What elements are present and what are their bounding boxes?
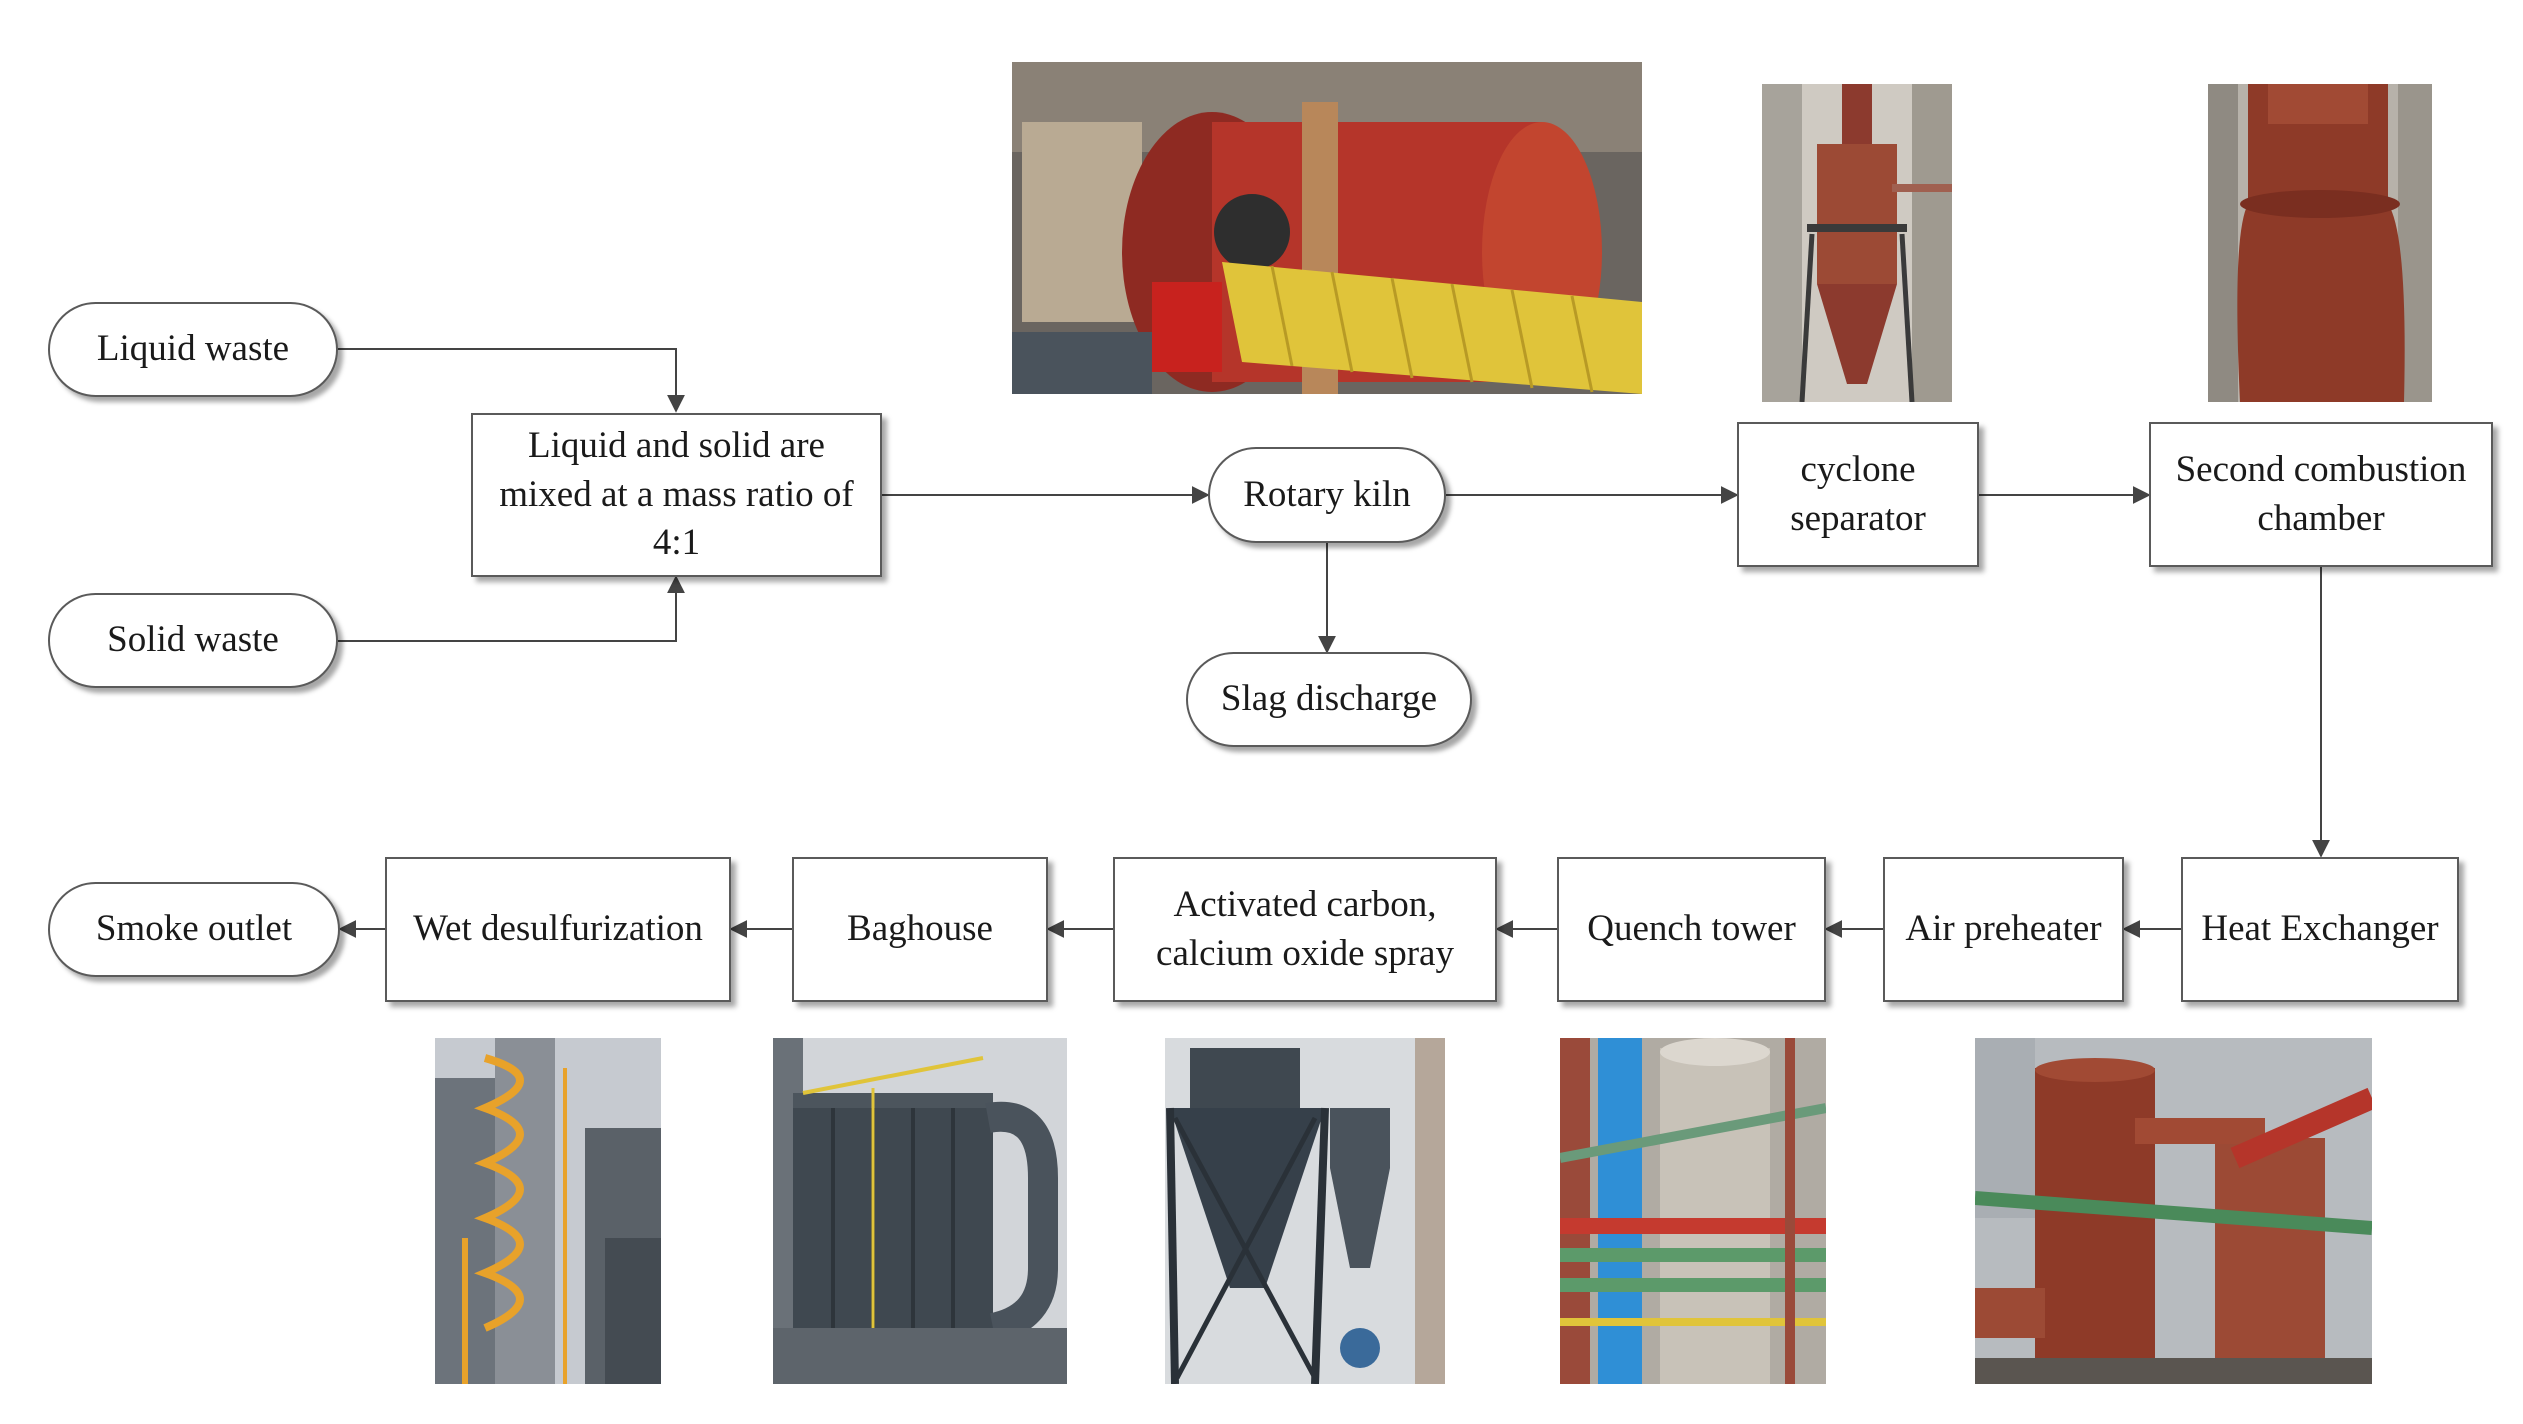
arrow-solid-to-mixing <box>338 575 685 642</box>
combustion-chamber-photo <box>2208 84 2432 402</box>
rotary-kiln-node: Rotary kiln <box>1208 447 1446 543</box>
rotary-kiln-label: Rotary kiln <box>1243 473 1411 515</box>
second-combustion-node: Second combustion chamber <box>2149 422 2493 567</box>
quench-tower-node: Quench tower <box>1557 857 1826 1002</box>
liquid-waste-label: Liquid waste <box>96 328 290 370</box>
mixing-node: Liquid and solid are mixed at a mass rat… <box>471 413 882 577</box>
cyclone-separator-node: cyclone separator <box>1737 422 1979 567</box>
rotary-kiln-photo <box>1012 62 1642 394</box>
heat-exchanger-node: Heat Exchanger <box>2181 857 2459 1002</box>
activated-carbon-node: Activated carbon, calcium oxide spray <box>1113 857 1497 1002</box>
slag-discharge-node: Slag discharge <box>1186 652 1472 747</box>
second-combustion-label: Second combustion chamber <box>2175 448 2467 539</box>
smoke-outlet-node: Smoke outlet <box>48 882 340 977</box>
arrow-liquid-to-mixing <box>338 348 685 413</box>
quench-tower-photo <box>1560 1038 1826 1384</box>
cyclone-separator-label: cyclone separator <box>1790 448 1926 539</box>
baghouse-node: Baghouse <box>792 857 1048 1002</box>
smoke-outlet-label: Smoke outlet <box>95 908 293 950</box>
quench-tower-label: Quench tower <box>1587 908 1796 950</box>
mixing-label: Liquid and solid are mixed at a mass rat… <box>499 424 854 564</box>
baghouse-photo <box>773 1038 1067 1384</box>
slag-discharge-label: Slag discharge <box>1220 678 1438 720</box>
activated-carbon-spray-photo <box>1165 1038 1445 1384</box>
heat-exchanger-label: Heat Exchanger <box>2201 908 2439 950</box>
air-preheater-label: Air preheater <box>1905 908 2102 950</box>
wet-desulfurization-photo <box>435 1038 661 1384</box>
activated-carbon-label: Activated carbon, calcium oxide spray <box>1156 883 1454 974</box>
solid-waste-node: Solid waste <box>48 593 338 688</box>
wet-desulfurization-node: Wet desulfurization <box>385 857 731 1002</box>
air-preheater-node: Air preheater <box>1883 857 2124 1002</box>
wet-desulfurization-label: Wet desulfurization <box>413 908 703 950</box>
solid-waste-label: Solid waste <box>107 619 279 661</box>
cyclone-separator-photo <box>1762 84 1952 402</box>
baghouse-label: Baghouse <box>847 908 993 950</box>
air-preheater-heat-exchanger-photo <box>1975 1038 2372 1384</box>
liquid-waste-node: Liquid waste <box>48 302 338 397</box>
